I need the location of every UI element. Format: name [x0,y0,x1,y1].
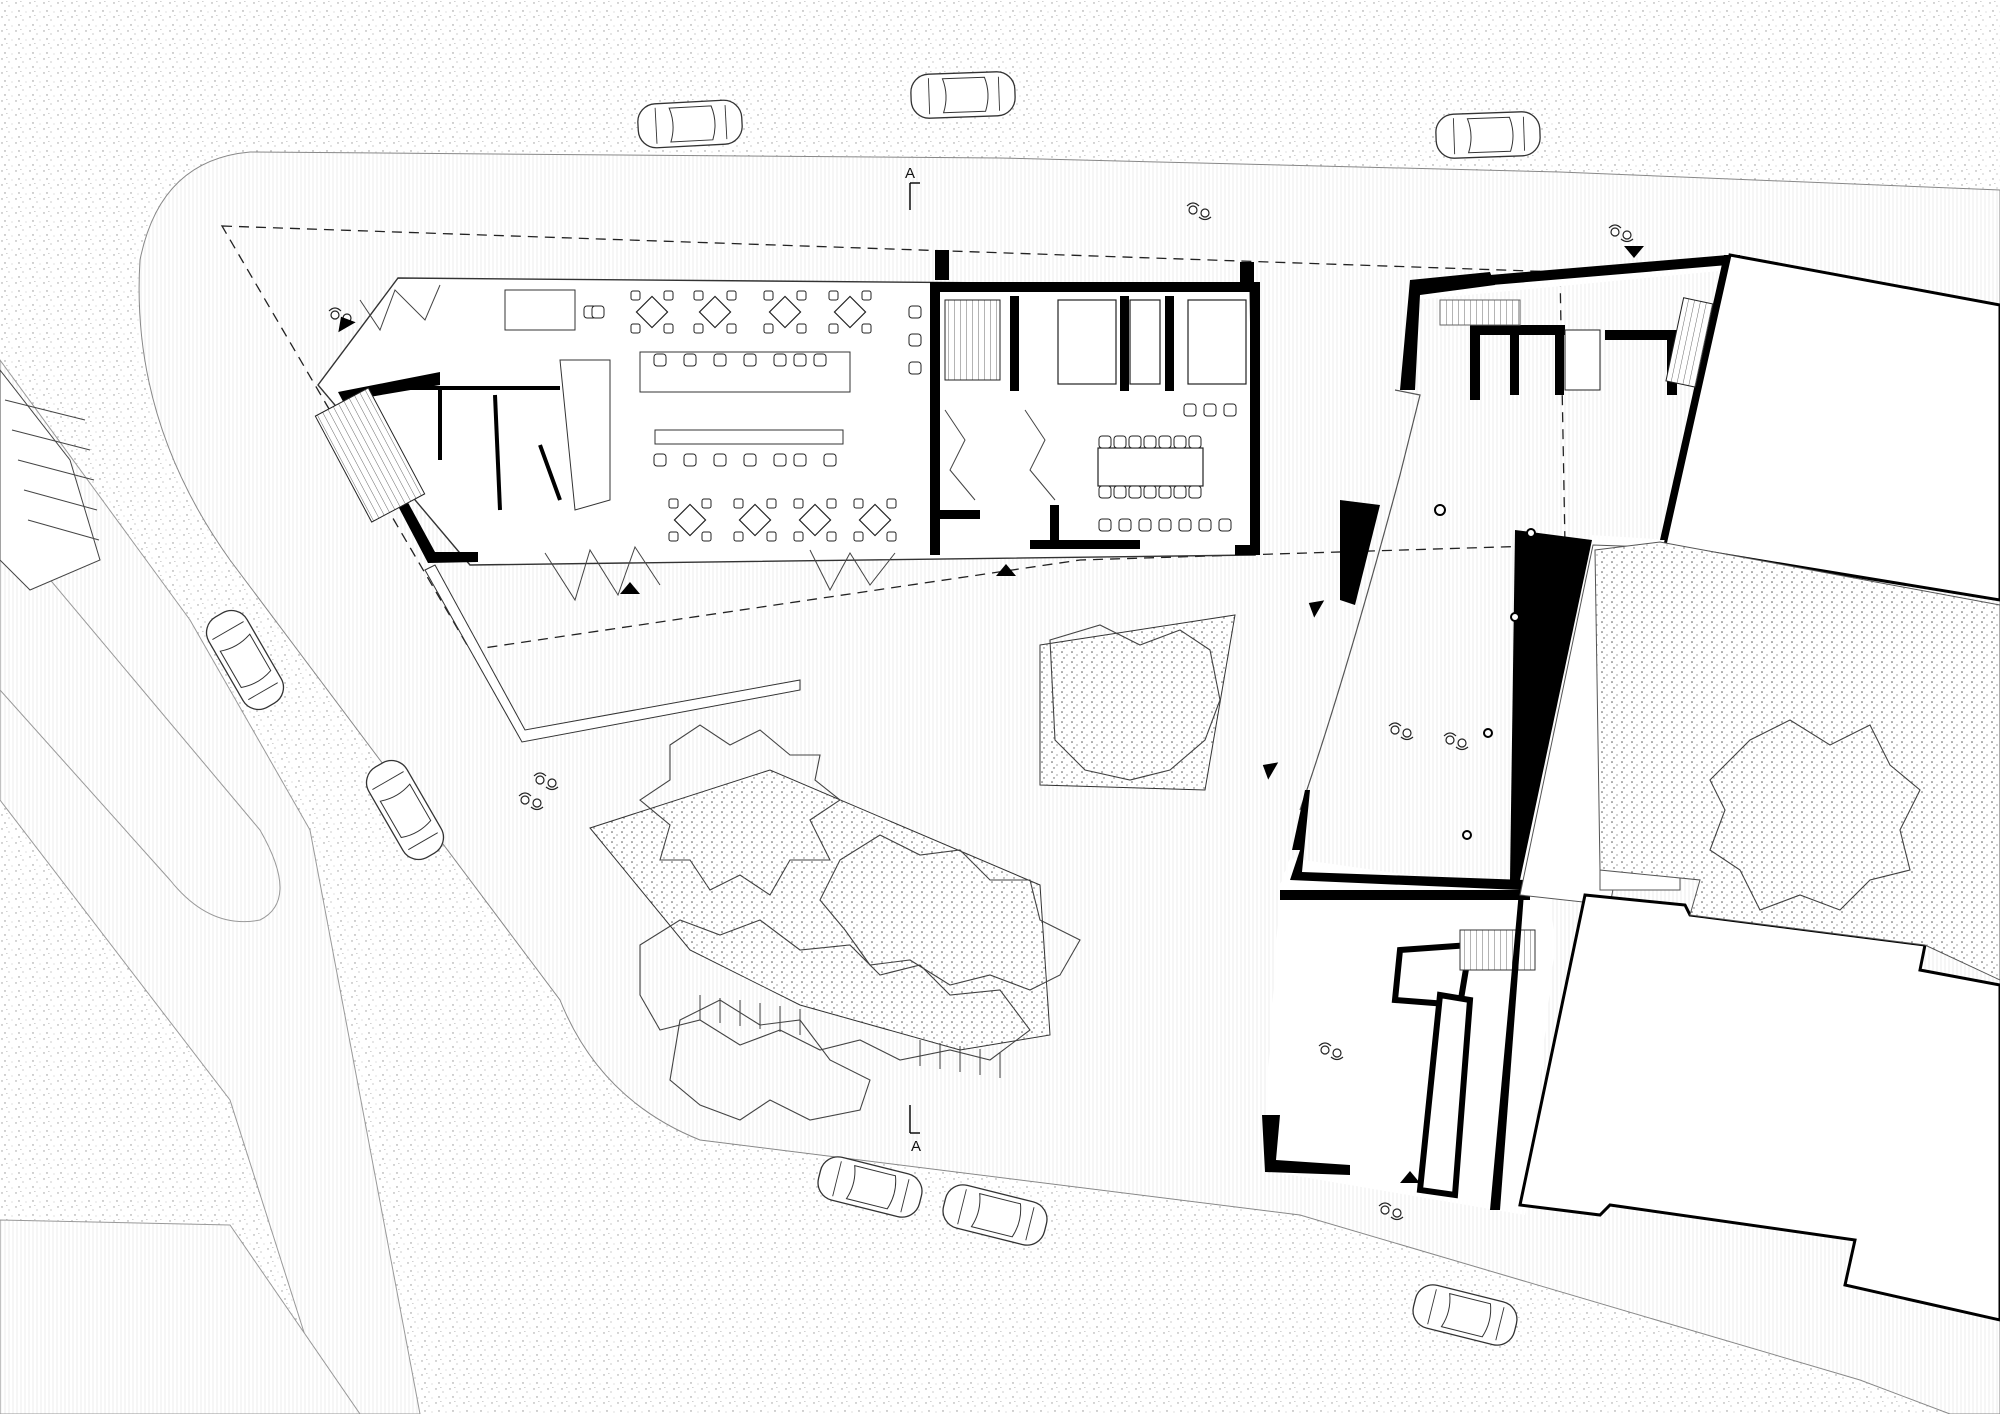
median-island [0,519,281,923]
planter-small [1039,614,1236,791]
stair-right [1665,297,1714,388]
sidewalk-bottom-left [0,1219,361,1414]
canopy-outline [220,225,1566,651]
bar-counter [654,429,844,445]
section-marker-bottom-label: A [911,1138,921,1155]
meeting-table [1097,447,1204,487]
stair-core [944,299,1001,381]
columns [1434,504,1536,840]
cafe-building [314,250,1260,602]
terrace-wall [424,564,801,743]
stair-right-core [1439,299,1521,326]
section-marker-top-label: A [905,165,915,182]
bike-racks [699,995,1001,1078]
section-marker-top: A [905,165,920,210]
car-icon [909,70,1017,120]
car-icon [636,98,744,150]
car-icon [1434,110,1542,160]
courtyard-garden [1594,541,2000,981]
parking-stalls [0,369,101,591]
section-marker-bottom: A [909,1105,921,1155]
stair-left [314,387,426,523]
